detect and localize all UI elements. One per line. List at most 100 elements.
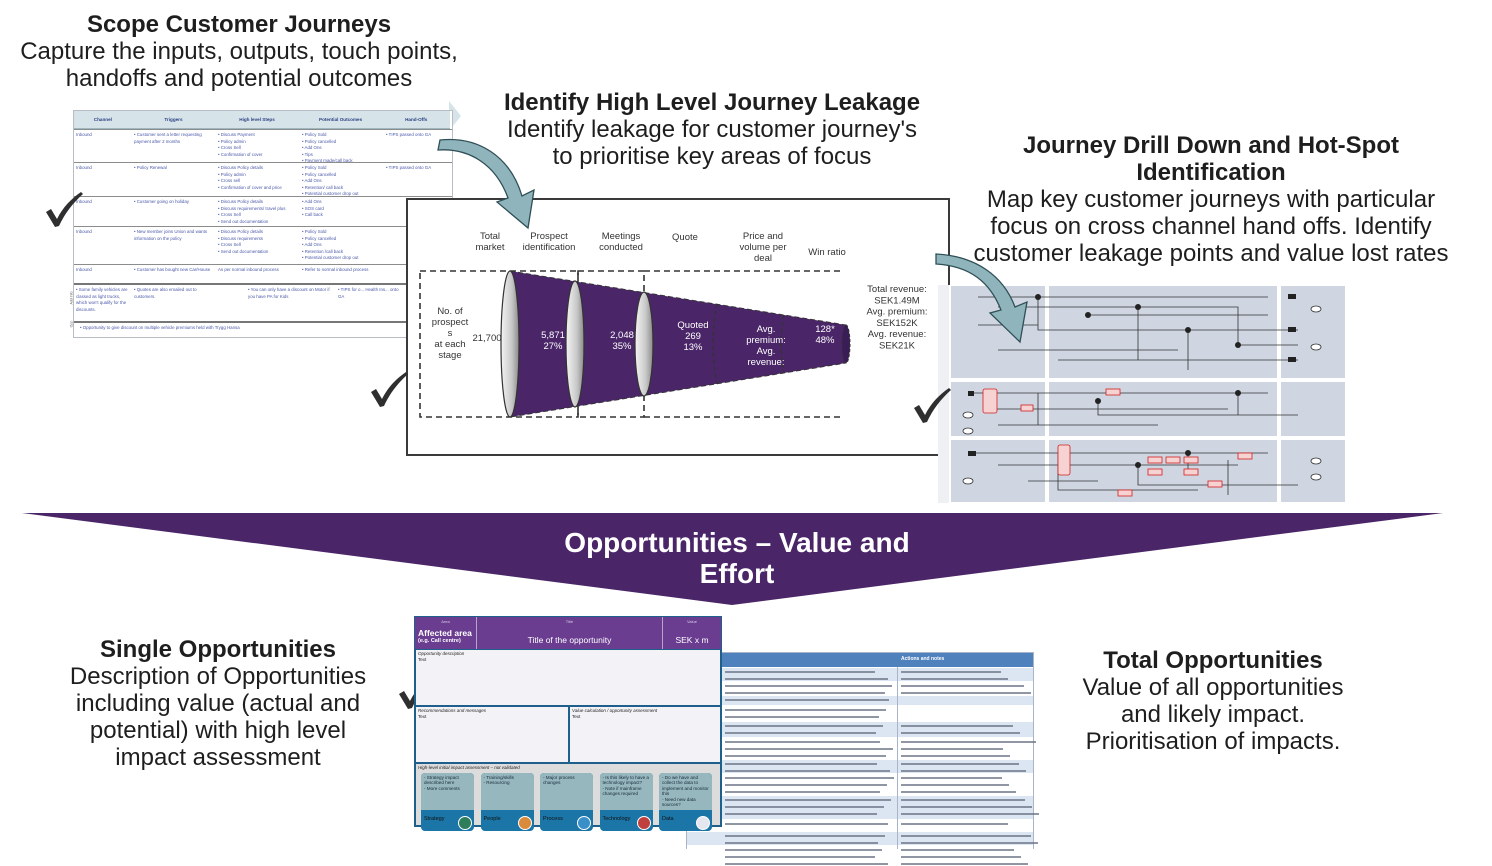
impact-text: - Do we have and collect the data to imp… [659, 773, 712, 810]
text-line [901, 842, 1038, 844]
template-area-header: Area Affected area (e.g. Call centre) [415, 617, 477, 649]
single-opportunities-heading: Single Opportunities Description of Oppo… [62, 636, 374, 771]
impact-name: Process [543, 816, 563, 822]
header-steps: High level Steps [239, 117, 275, 122]
text-line [725, 699, 889, 701]
template-value-header: Value SEK x m [663, 617, 721, 649]
title-value: Title of the opportunity [527, 635, 612, 645]
journey-table-cell: Inbound [76, 165, 92, 170]
total-table-header: Actions and notes [687, 653, 1033, 667]
journey-table-cell: • TIPS passed onto GA [386, 132, 432, 137]
checkmark-icon [371, 372, 408, 407]
description-label: Opportunity description [418, 651, 465, 656]
text-line [725, 791, 880, 793]
journey-table-row: Inbound• Policy Renewal• Discuss Policy … [74, 162, 452, 196]
impact-box-strategy: - Strategy impact described here - More … [421, 773, 474, 831]
text-line [901, 685, 1024, 687]
drilldown-subtitle: Map key customer journeys with particula… [973, 186, 1449, 267]
text-line [901, 813, 1039, 815]
funnel-divider-2 [780, 314, 785, 374]
text-line [725, 725, 883, 727]
total-table-row [687, 681, 1033, 695]
area-label: Area [441, 619, 450, 624]
text-line [901, 741, 1036, 743]
total-opportunities-table: Actions and notes [686, 652, 1039, 866]
impact-label: High-level initial impact assessment – n… [418, 765, 520, 770]
value-calculation-section: Value calculation / opportunity assessme… [569, 706, 721, 763]
recommendations-text: Text [418, 714, 427, 719]
opportunity-template: Area Affected area (e.g. Call centre) Ti… [414, 616, 722, 831]
text-line [901, 784, 1009, 786]
total-table-row [687, 819, 1033, 831]
journey-table-cell: Inbound [76, 229, 92, 234]
text-line [901, 725, 1013, 727]
journey-table-cell: • Customer has bought new Car/House [134, 267, 211, 272]
single-title: Single Opportunities [99, 636, 336, 663]
journey-map-diagram [938, 284, 1347, 504]
impact-name: People [483, 816, 501, 822]
text-line [725, 784, 887, 786]
impact-box-data: - Do we have and collect the data to imp… [659, 773, 712, 831]
text-line [725, 755, 886, 757]
journey-table-cell: • Discuss Policy details • Discuss requi… [218, 199, 286, 224]
text-line [901, 799, 1025, 801]
text-line [901, 835, 1031, 837]
journey-table-row: Inbound• New member joins Union and want… [74, 226, 452, 264]
impact-text: - Major process changes [540, 773, 593, 810]
header-handoffs: Hand-Offs [405, 117, 428, 122]
text-line [725, 835, 885, 837]
valuecalc-label: Value calculation / opportunity assessme… [572, 708, 658, 713]
funnel-ring-meetings [634, 291, 654, 397]
scope-title: Scope Customer Journeys [86, 11, 392, 38]
journey-table-cell [216, 285, 246, 321]
side-label-opp: Opp [69, 320, 74, 328]
text-line [901, 823, 1008, 825]
drilldown-title: Journey Drill Down and Hot-Spot Identifi… [1023, 132, 1399, 186]
text-line [725, 799, 891, 801]
text-line [901, 806, 1032, 808]
total-table-row [687, 831, 1038, 845]
title-label: Title [565, 619, 574, 624]
text-line [901, 863, 1028, 865]
text-line [901, 692, 1031, 694]
impact-name: Data [662, 816, 674, 822]
total-opportunities-heading: Total Opportunities Value of all opportu… [1060, 647, 1366, 755]
total-table-row [687, 705, 1033, 721]
total-table-row [687, 667, 1033, 681]
journey-table-cell: • Discuss Payment • Policy admin • Cross… [218, 132, 263, 157]
text-line [725, 849, 882, 851]
text-line [725, 716, 879, 718]
leakage-title: Identify High Level Journey Leakage [503, 89, 921, 116]
funnel-ring-total [500, 270, 520, 418]
template-title-header: Title Title of the opportunity [477, 617, 663, 649]
funnel-stage-value: 128*48% [815, 324, 835, 346]
impact-text: - Training/skills - Resourcing [480, 773, 534, 810]
stage-label-quote: Quote [672, 232, 698, 243]
total-subtitle: Value of all opportunities and likely im… [1082, 674, 1344, 755]
text-line [901, 763, 1019, 765]
scope-heading: Scope Customer Journeys Capture the inpu… [14, 11, 464, 92]
impact-text: - Strategy impact described here - More … [421, 773, 474, 810]
total-table-header-actions: Actions and notes [901, 656, 945, 662]
text-line [901, 748, 1003, 750]
technology-icon [636, 816, 651, 830]
data-icon [696, 816, 710, 830]
text-line [725, 823, 888, 825]
stage-label-win-ratio: Win ratio [808, 247, 845, 258]
strategy-icon [458, 816, 472, 830]
journey-table-cell: • You can only have a discount on Motor … [248, 287, 330, 299]
text-line [725, 732, 876, 734]
text-line [725, 770, 890, 772]
journey-table-cell: • TIPS for o... Health Ins... onto GA [338, 287, 399, 299]
text-line [901, 856, 1021, 858]
journey-table-row: Inbound• Customer has bought new Car/Hou… [74, 264, 452, 283]
recommendations-section: Recommendations and messages Text [415, 706, 569, 763]
header-triggers: Triggers [164, 117, 183, 122]
